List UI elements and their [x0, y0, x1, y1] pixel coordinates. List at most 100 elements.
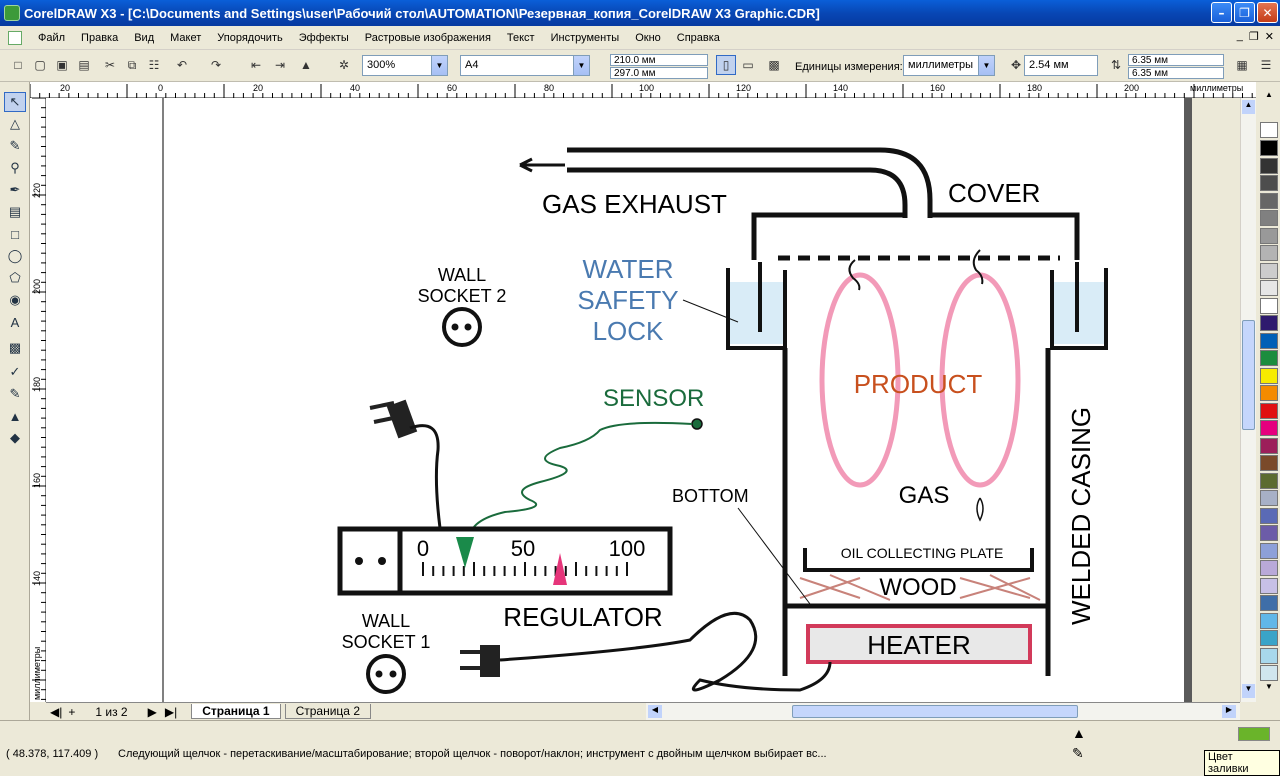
- cut-icon[interactable]: ✂: [104, 58, 116, 72]
- menu-text[interactable]: Текст: [506, 31, 535, 44]
- text-tool-icon[interactable]: A: [10, 314, 20, 330]
- shape-tool-icon[interactable]: △: [10, 116, 20, 131]
- rectangle-tool-icon[interactable]: □: [11, 226, 19, 242]
- ellipse-tool-icon[interactable]: ◯: [7, 248, 23, 263]
- menu-arrange[interactable]: Упорядочить: [217, 31, 283, 44]
- tab-page-2[interactable]: Страница 2: [284, 704, 371, 719]
- color-swatch[interactable]: [1260, 227, 1278, 244]
- chevron-down-icon[interactable]: ▼: [978, 56, 994, 75]
- color-swatch[interactable]: [1260, 455, 1278, 471]
- palette-down-icon[interactable]: ▼: [1265, 682, 1273, 691]
- color-swatch[interactable]: [1260, 402, 1278, 419]
- grid-icon[interactable]: ▦: [1236, 58, 1248, 72]
- options-icon[interactable]: ☰: [1260, 58, 1272, 72]
- color-swatch[interactable]: [1260, 315, 1278, 331]
- fill-tool-icon[interactable]: ▲: [8, 408, 22, 424]
- height-field[interactable]: 297.0 мм: [610, 67, 708, 79]
- color-swatch[interactable]: [1260, 630, 1278, 646]
- scroll-down-icon[interactable]: ▼: [1242, 684, 1255, 698]
- palette-up-icon[interactable]: ▲: [1265, 90, 1273, 99]
- fill-color-swatch[interactable]: [1238, 727, 1270, 741]
- color-swatch[interactable]: [1260, 507, 1278, 524]
- tab-page-1[interactable]: Страница 1: [191, 704, 281, 719]
- menu-view[interactable]: Вид: [134, 31, 155, 44]
- color-swatch[interactable]: [1260, 542, 1278, 559]
- horizontal-scrollbar[interactable]: ◀ ▶: [646, 702, 1240, 720]
- color-swatch[interactable]: [1260, 245, 1278, 261]
- no-color-swatch[interactable]: [1260, 122, 1278, 138]
- landscape-icon[interactable]: ▭: [742, 58, 754, 72]
- menu-edit[interactable]: Правка: [81, 31, 119, 44]
- import-icon[interactable]: ⇤: [250, 58, 262, 72]
- chevron-down-icon[interactable]: ▼: [573, 56, 589, 75]
- print-icon[interactable]: ▤: [78, 58, 90, 72]
- restore-button[interactable]: ❐: [1234, 2, 1255, 23]
- minimize-button[interactable]: –: [1211, 2, 1232, 23]
- color-swatch[interactable]: [1260, 140, 1278, 156]
- color-swatch[interactable]: [1260, 280, 1278, 296]
- color-swatch[interactable]: [1260, 192, 1278, 209]
- color-swatch[interactable]: [1260, 262, 1278, 279]
- outline-tool-icon[interactable]: ✎: [9, 386, 21, 401]
- redo-icon[interactable]: ↷: [210, 58, 222, 72]
- color-swatch[interactable]: [1260, 350, 1278, 366]
- page-layout-icon[interactable]: ▩: [768, 58, 780, 72]
- portrait-icon[interactable]: ▯: [716, 55, 736, 75]
- pick-tool-icon[interactable]: ↖: [4, 92, 26, 112]
- color-swatch[interactable]: [1260, 647, 1278, 664]
- color-swatch[interactable]: [1260, 332, 1278, 349]
- color-swatch[interactable]: [1260, 665, 1278, 681]
- launcher-icon[interactable]: ▲: [300, 58, 312, 72]
- undo-icon[interactable]: ↶: [176, 58, 188, 72]
- dup-x-field[interactable]: 6.35 мм: [1128, 54, 1224, 66]
- dup-y-field[interactable]: 6.35 мм: [1128, 67, 1224, 79]
- paste-icon[interactable]: ☷: [148, 58, 160, 72]
- color-swatch[interactable]: [1260, 385, 1278, 401]
- save-icon[interactable]: ▣: [56, 58, 68, 72]
- drawing-canvas[interactable]: GAS EXHAUST COVER WELDED CASING WATER SA…: [46, 98, 1184, 702]
- nudge-field[interactable]: 2.54 мм: [1024, 55, 1098, 76]
- menu-help[interactable]: Справка: [676, 31, 720, 44]
- doc-minimize-icon[interactable]: _: [1236, 30, 1243, 42]
- basic-shapes-icon[interactable]: ◉: [9, 292, 21, 307]
- color-swatch[interactable]: [1260, 297, 1278, 314]
- color-swatch[interactable]: [1260, 367, 1278, 384]
- interactive-fill-icon[interactable]: ◆: [10, 430, 20, 445]
- add-page-icon[interactable]: +: [68, 704, 76, 719]
- chevron-down-icon[interactable]: ▼: [431, 56, 447, 75]
- vertical-scrollbar[interactable]: ▲ ▼: [1240, 98, 1256, 702]
- blend-tool-icon[interactable]: ▩: [8, 340, 22, 355]
- new-icon[interactable]: □: [14, 58, 22, 72]
- smudge-tool-icon[interactable]: ✎: [9, 138, 21, 153]
- last-page-icon[interactable]: ▶|: [164, 704, 178, 719]
- menu-file[interactable]: Файл: [38, 31, 66, 44]
- menu-tools[interactable]: Инструменты: [550, 31, 620, 44]
- color-swatch[interactable]: [1260, 612, 1278, 629]
- zoom-tool-icon[interactable]: ⚲: [10, 160, 20, 175]
- color-swatch[interactable]: [1260, 560, 1278, 576]
- export-icon[interactable]: ⇥: [274, 58, 286, 72]
- vscroll-thumb[interactable]: [1242, 320, 1255, 430]
- color-swatch[interactable]: [1260, 157, 1278, 174]
- freehand-tool-icon[interactable]: ✒: [9, 182, 21, 197]
- horizontal-ruler[interactable]: 20 0 20 40 60 80 100 120 140 160 180 200…: [29, 82, 1256, 98]
- close-button[interactable]: ✕: [1257, 2, 1278, 23]
- scroll-right-icon[interactable]: ▶: [1222, 705, 1236, 718]
- color-swatch[interactable]: [1260, 175, 1278, 191]
- color-swatch[interactable]: [1260, 490, 1278, 506]
- menu-effects[interactable]: Эффекты: [298, 31, 349, 44]
- units-combo[interactable]: миллиметры ▼: [903, 55, 995, 76]
- copy-icon[interactable]: ⧉: [127, 57, 137, 72]
- polygon-tool-icon[interactable]: ⬠: [9, 270, 21, 285]
- width-field[interactable]: 210.0 мм: [610, 54, 708, 66]
- vertical-ruler[interactable]: 220 200 180 160 140 миллиметры: [30, 97, 46, 702]
- color-swatch[interactable]: [1260, 595, 1278, 611]
- menu-layout[interactable]: Макет: [170, 31, 202, 44]
- doc-restore-icon[interactable]: ❐: [1248, 31, 1259, 43]
- eyedropper-icon[interactable]: ✓: [9, 364, 21, 379]
- color-swatch[interactable]: [1260, 420, 1278, 436]
- welcome-icon[interactable]: ✲: [338, 58, 350, 72]
- smart-fill-icon[interactable]: ▤: [8, 204, 22, 219]
- paper-combo[interactable]: A4 ▼: [460, 55, 590, 76]
- scroll-left-icon[interactable]: ◀: [648, 705, 662, 718]
